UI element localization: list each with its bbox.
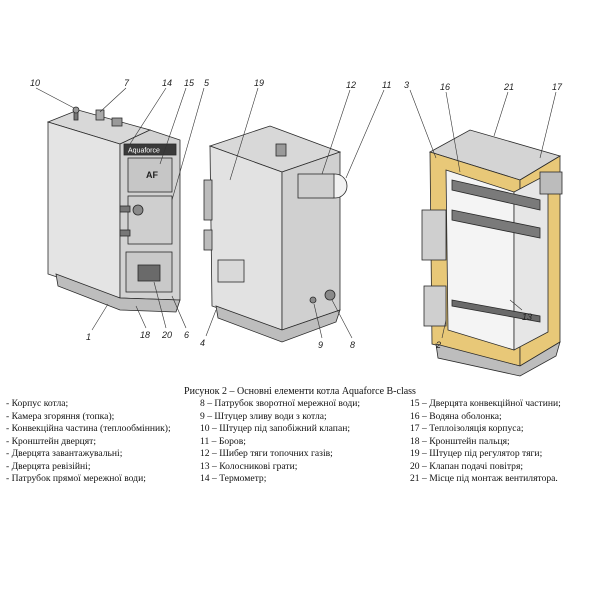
callout-4: 4 bbox=[200, 338, 205, 348]
legend-item: 12 – Шибер тяги топочних газів; bbox=[200, 448, 333, 459]
legend-item: - Камера згоряння (топка); bbox=[6, 410, 115, 422]
legend-item: - Кронштейн дверцят; bbox=[6, 435, 97, 447]
boiler-rear-view bbox=[203, 125, 348, 343]
legend-item: 21 – Місце під монтаж вентилятора. bbox=[410, 473, 558, 484]
legend-item: - Конвекційна частина (теплообмінник); bbox=[6, 423, 171, 434]
callout-13: 13 bbox=[522, 312, 532, 322]
legend: - Корпус котла; - Камера згоряння (топка… bbox=[0, 398, 600, 498]
callout-19: 19 bbox=[254, 78, 264, 88]
legend-item: - Дверцята ревізійні; bbox=[6, 460, 91, 472]
legend-item: - Патрубок прямої мережної води; bbox=[6, 473, 146, 484]
callout-18: 18 bbox=[140, 330, 150, 340]
callout-20: 20 bbox=[161, 330, 172, 340]
legend-item: 16 – Водяна оболонка; bbox=[410, 410, 502, 422]
legend-item: 20 – Клапан подачі повітря; bbox=[410, 460, 524, 472]
boiler-drawings: Aquaforce AF bbox=[30, 78, 563, 377]
callout-16: 16 bbox=[440, 82, 450, 92]
legend-column-2: 8 – Патрубок зворотної мережної води; 9 … bbox=[200, 398, 360, 486]
boiler-front-view: Aquaforce AF bbox=[46, 106, 181, 313]
callout-1: 1 bbox=[86, 332, 91, 342]
boiler-figure: Aquaforce AF bbox=[0, 60, 600, 380]
boiler-cutaway-view bbox=[421, 129, 563, 377]
legend-item: 10 – Штуцер під запобіжний клапан; bbox=[200, 423, 350, 434]
legend-item: 19 – Штуцер під регулятор тяги; bbox=[410, 448, 543, 459]
callout-9: 9 bbox=[318, 340, 323, 350]
callout-12: 12 bbox=[346, 80, 356, 90]
legend-item: 17 – Теплоізоляція корпуса; bbox=[410, 423, 524, 434]
callout-2: 2 bbox=[435, 340, 441, 350]
callout-3: 3 bbox=[404, 80, 409, 90]
legend-item: 18 – Кронштейн пальця; bbox=[410, 435, 510, 447]
callout-6: 6 bbox=[184, 330, 189, 340]
callout-8: 8 bbox=[350, 340, 355, 350]
brand-badge: AF bbox=[146, 170, 158, 180]
legend-column-1: - Корпус котла; - Камера згоряння (топка… bbox=[6, 398, 171, 486]
legend-item: 13 – Колосникові грати; bbox=[200, 460, 298, 472]
legend-item: - Дверцята завантажувальні; bbox=[6, 448, 123, 459]
callout-10: 10 bbox=[30, 78, 40, 88]
legend-column-3: 15 – Дверцята конвекційної частини; 16 –… bbox=[410, 398, 561, 486]
leader-lines bbox=[35, 87, 557, 339]
callout-labels: 10 7 14 15 5 1 18 20 6 19 12 11 4 9 8 3 … bbox=[30, 78, 563, 350]
legend-item: 9 – Штуцер зливу води з котла; bbox=[200, 410, 327, 422]
callout-14: 14 bbox=[162, 78, 172, 88]
legend-item: 8 – Патрубок зворотної мережної води; bbox=[200, 398, 361, 409]
callout-21: 21 bbox=[503, 82, 514, 92]
legend-item: 14 – Термометр; bbox=[200, 473, 267, 484]
legend-item: 15 – Дверцята конвекційної частини; bbox=[410, 398, 561, 409]
callout-7: 7 bbox=[124, 78, 130, 88]
legend-item: - Корпус котла; bbox=[6, 398, 69, 409]
brand-label: Aquaforce bbox=[128, 148, 160, 155]
callout-11: 11 bbox=[382, 80, 391, 90]
callout-15: 15 bbox=[184, 78, 195, 88]
legend-item: 11 – Боров; bbox=[200, 435, 246, 447]
figure-caption: Рисунок 2 – Основні елементи котла Aquaf… bbox=[184, 386, 416, 397]
callout-5: 5 bbox=[204, 78, 210, 88]
callout-17: 17 bbox=[552, 82, 563, 92]
